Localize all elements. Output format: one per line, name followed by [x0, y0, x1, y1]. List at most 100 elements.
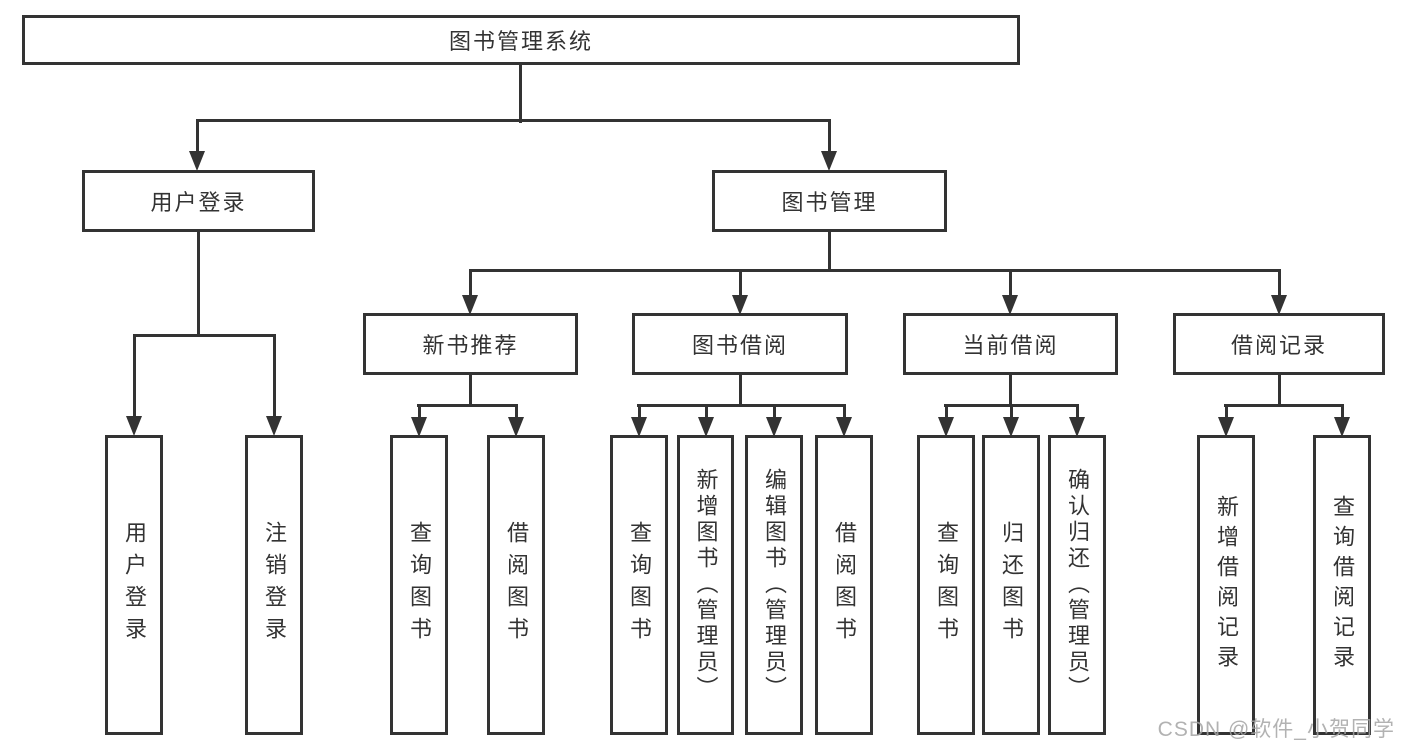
leaf-return-books: 归还图书 — [982, 435, 1040, 735]
connector-borrow-records-stem — [1278, 373, 1281, 407]
arrow-line — [1278, 269, 1281, 301]
arrowhead-down-icon — [821, 151, 837, 171]
node-borrow-records: 借阅记录 — [1173, 313, 1385, 375]
arrowhead-down-icon — [766, 417, 782, 437]
leaf-add-borrow-record: 新增借阅记录 — [1197, 435, 1255, 735]
leaf-confirm-return-admin-label: 确认归还（管理员） — [1065, 468, 1090, 702]
leaf-borrow-books-recommend-label: 借阅图书 — [504, 521, 529, 649]
connector-new-books-bar — [417, 404, 518, 407]
leaf-borrow-books-label: 借阅图书 — [832, 521, 857, 649]
connector-current-borrow-stem — [1009, 373, 1012, 407]
arrowhead-down-icon — [1069, 417, 1085, 437]
leaf-user-login: 用户登录 — [105, 435, 163, 735]
arrow-down-to-leaf-logout — [266, 334, 282, 436]
arrowhead-down-icon — [411, 417, 427, 437]
node-new-book-recommend-label: 新书推荐 — [422, 333, 519, 358]
arrow-down-to-leaf-add-record — [1218, 404, 1234, 437]
leaf-query-books-current-label: 查询图书 — [934, 521, 959, 649]
arrow-down-to-leaf-query-recommend — [411, 404, 427, 437]
leaf-confirm-return-admin: 确认归还（管理员） — [1048, 435, 1106, 735]
leaf-logout: 注销登录 — [245, 435, 303, 735]
arrowhead-down-icon — [938, 417, 954, 437]
arrowhead-down-icon — [631, 417, 647, 437]
node-user-login: 用户登录 — [82, 170, 315, 232]
arrow-down-to-borrow-records — [1271, 269, 1287, 315]
leaf-query-borrow-record-label: 查询借阅记录 — [1330, 495, 1355, 675]
arrowhead-down-icon — [836, 417, 852, 437]
leaf-edit-books-admin: 编辑图书（管理员） — [745, 435, 803, 735]
node-current-borrow: 当前借阅 — [903, 313, 1118, 375]
arrow-line — [1010, 404, 1013, 423]
arrow-line — [196, 119, 199, 157]
leaf-query-books-recommend-label: 查询图书 — [407, 521, 432, 649]
arrow-line — [739, 269, 742, 301]
node-new-book-recommend: 新书推荐 — [363, 313, 578, 375]
arrow-down-to-leaf-borrow-books — [836, 404, 852, 437]
arrow-line — [638, 404, 641, 423]
arrowhead-down-icon — [1003, 417, 1019, 437]
leaf-logout-label: 注销登录 — [262, 521, 287, 649]
arrowhead-down-icon — [508, 417, 524, 437]
arrow-line — [1225, 404, 1228, 423]
arrow-down-to-book-borrow — [732, 269, 748, 315]
node-current-borrow-label: 当前借阅 — [962, 333, 1059, 358]
connector-root-stem — [519, 63, 522, 123]
connector-book-borrow-stem — [739, 373, 742, 407]
leaf-query-books-current: 查询图书 — [917, 435, 975, 735]
connector-root-bar — [197, 119, 831, 122]
arrow-down-to-leaf-borrow-recommend — [508, 404, 524, 437]
leaf-add-books-admin-label: 新增图书（管理员） — [693, 468, 719, 702]
node-book-borrow-label: 图书借阅 — [691, 333, 788, 358]
arrow-down-to-leaf-confirm-return — [1069, 404, 1085, 437]
arrowhead-down-icon — [1271, 295, 1287, 315]
arrow-line — [828, 119, 831, 157]
arrow-down-to-leaf-add-books — [698, 404, 714, 437]
node-book-management-label: 图书管理 — [781, 190, 878, 215]
arrowhead-down-icon — [126, 416, 142, 436]
arrow-line — [515, 404, 518, 423]
arrowhead-down-icon — [1334, 417, 1350, 437]
arrow-down-to-leaf-edit-books — [766, 404, 782, 437]
arrowhead-down-icon — [1002, 295, 1018, 315]
arrow-line — [1076, 404, 1079, 423]
arrowhead-down-icon — [1218, 417, 1234, 437]
leaf-borrow-books: 借阅图书 — [815, 435, 873, 735]
arrowhead-down-icon — [189, 151, 205, 171]
node-borrow-records-label: 借阅记录 — [1230, 333, 1327, 358]
arrow-line — [1341, 404, 1344, 423]
leaf-query-books-recommend: 查询图书 — [390, 435, 448, 735]
connector-book-mgmt-bar — [469, 269, 1281, 272]
node-library-system-label: 图书管理系统 — [448, 29, 593, 54]
leaf-edit-books-admin-label: 编辑图书（管理员） — [762, 468, 787, 702]
leaf-borrow-books-recommend: 借阅图书 — [487, 435, 545, 735]
arrowhead-down-icon — [462, 295, 478, 315]
arrow-line — [418, 404, 421, 423]
leaf-add-borrow-record-label: 新增借阅记录 — [1214, 495, 1239, 675]
leaf-query-borrow-record: 查询借阅记录 — [1313, 435, 1371, 735]
arrow-down-to-new-book-recommend — [462, 269, 478, 315]
arrowhead-down-icon — [698, 417, 714, 437]
node-user-login-label: 用户登录 — [150, 190, 247, 215]
leaf-add-books-admin: 新增图书（管理员） — [677, 435, 734, 735]
arrowhead-down-icon — [732, 295, 748, 315]
connector-user-login-bar — [133, 334, 276, 337]
leaf-query-books-borrow-label: 查询图书 — [627, 521, 652, 649]
arrow-line — [773, 404, 776, 423]
arrow-line — [945, 404, 948, 423]
arrow-down-to-leaf-user-login — [126, 334, 142, 436]
arrow-line — [843, 404, 846, 423]
arrow-down-to-leaf-return-books — [1003, 404, 1019, 437]
arrow-down-to-current-borrow — [1002, 269, 1018, 315]
arrow-line — [1009, 269, 1012, 301]
arrow-down-to-book-management — [821, 119, 837, 171]
arrow-line — [469, 269, 472, 301]
connector-book-borrow-bar — [637, 404, 846, 407]
leaf-return-books-label: 归还图书 — [999, 521, 1024, 649]
arrow-line — [133, 334, 136, 422]
leaf-query-books-borrow: 查询图书 — [610, 435, 668, 735]
connector-borrow-records-bar — [1224, 404, 1344, 407]
connector-book-mgmt-stem — [828, 230, 831, 272]
node-book-borrow: 图书借阅 — [632, 313, 848, 375]
connector-new-books-stem — [469, 373, 472, 407]
